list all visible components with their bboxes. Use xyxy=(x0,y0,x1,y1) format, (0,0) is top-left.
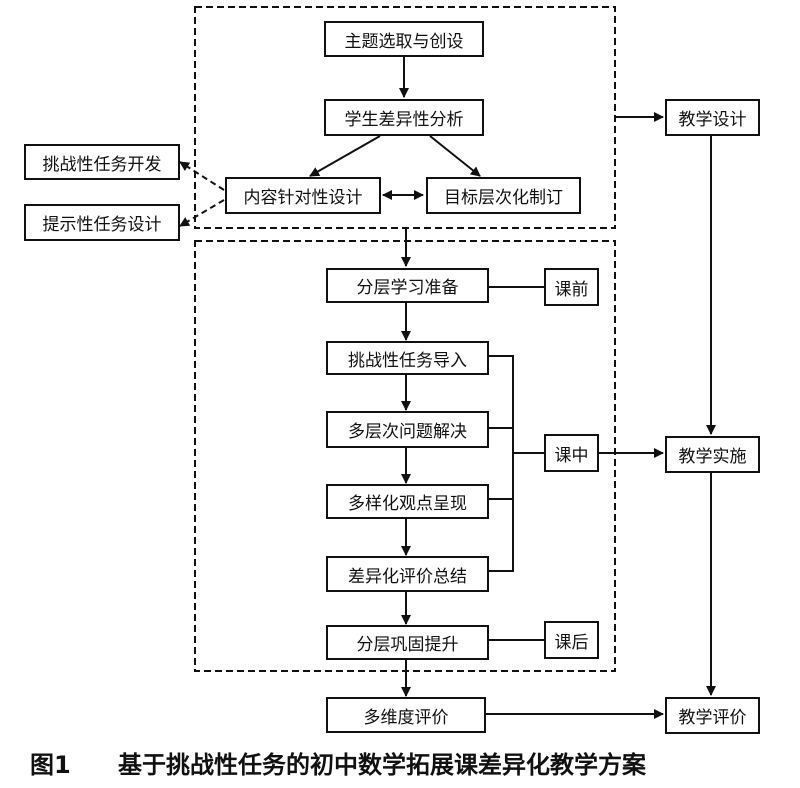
box-tiered-consolidation: 分层巩固提升 xyxy=(326,625,489,660)
bracket-during-class xyxy=(489,355,514,572)
arrow-analysis-to-content xyxy=(309,135,381,177)
box-tiered-learning-preparation: 分层学习准备 xyxy=(326,268,489,303)
arrow-content-to-challenge-dev xyxy=(179,161,225,191)
box-before-class: 课前 xyxy=(544,268,599,306)
box-teaching-implementation: 教学实施 xyxy=(665,436,760,473)
box-student-difference-analysis: 学生差异性分析 xyxy=(324,99,484,136)
arrow-content-to-hint-design xyxy=(179,199,225,227)
box-goal-tiered-setting: 目标层次化制订 xyxy=(426,177,581,214)
box-topic-selection: 主题选取与创设 xyxy=(324,21,484,57)
box-multidimensional-evaluation: 多维度评价 xyxy=(326,697,486,733)
figure-caption-text: 基于挑战性任务的初中数学拓展课差异化教学方案 xyxy=(118,750,646,779)
box-after-class: 课后 xyxy=(544,621,599,659)
box-multilevel-problem-solving: 多层次问题解决 xyxy=(326,411,489,448)
box-challenge-task-development: 挑战性任务开发 xyxy=(24,144,180,180)
box-teaching-design: 教学设计 xyxy=(665,99,760,136)
figure-number: 图1 xyxy=(30,750,71,779)
box-teaching-evaluation: 教学评价 xyxy=(665,697,760,734)
box-hint-task-design: 提示性任务设计 xyxy=(24,204,180,241)
box-during-class: 课中 xyxy=(544,434,599,472)
box-diverse-viewpoint-presentation: 多样化观点呈现 xyxy=(326,484,489,519)
figure-caption: 图1 基于挑战性任务的初中数学拓展课差异化教学方案 xyxy=(0,742,800,782)
box-content-targeted-design: 内容针对性设计 xyxy=(225,177,381,214)
arrow-analysis-to-goal xyxy=(429,135,481,177)
box-differentiated-evaluation-summary: 差异化评价总结 xyxy=(326,556,489,592)
box-challenge-task-introduction: 挑战性任务导入 xyxy=(326,341,489,375)
